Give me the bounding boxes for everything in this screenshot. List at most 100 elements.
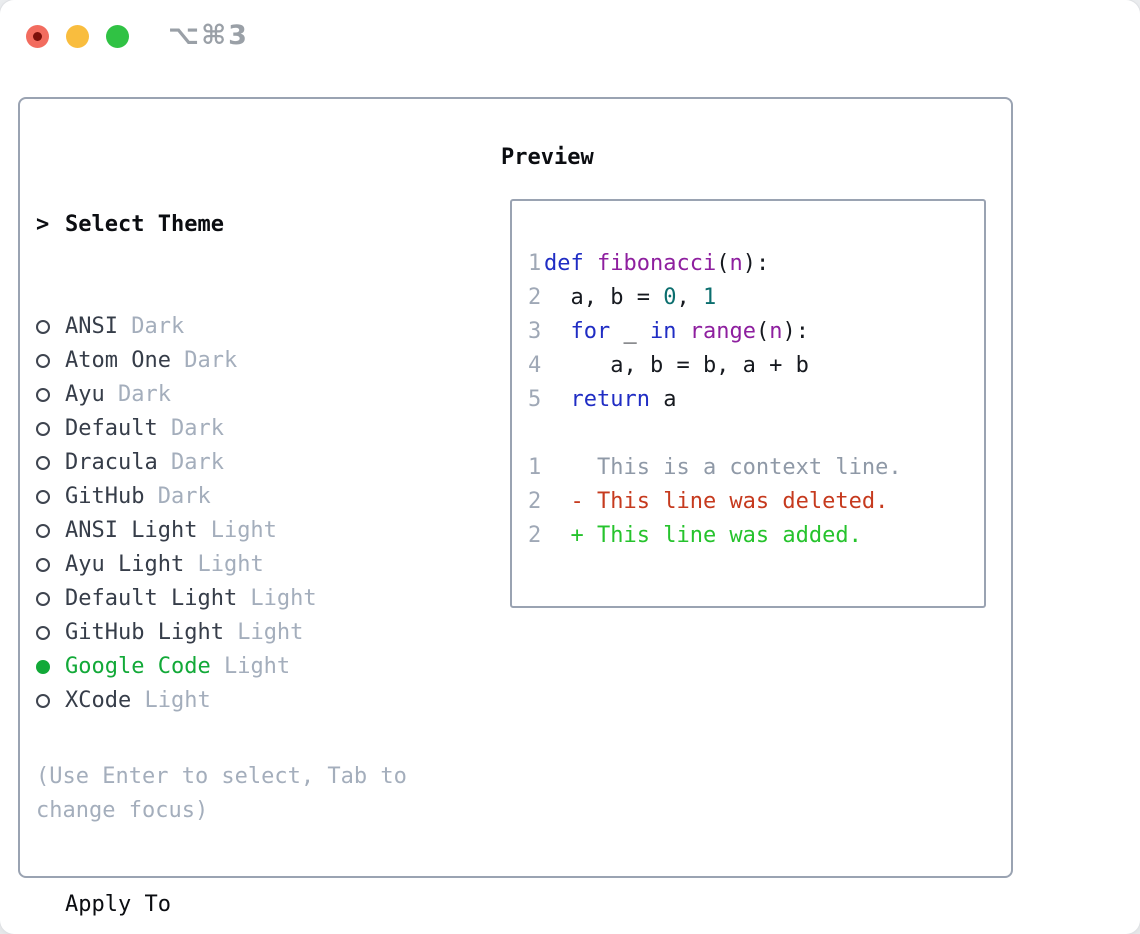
code-token: fibonacci: [597, 251, 717, 276]
code-token: ):: [742, 251, 770, 276]
theme-name: ANSI: [65, 314, 118, 339]
code-token: for: [570, 319, 611, 344]
theme-name: Ayu: [65, 382, 105, 407]
theme-variant-tag: Dark: [144, 484, 211, 509]
help-text: (Use Enter to select, Tab to change focu…: [36, 764, 407, 823]
code-token: (: [716, 251, 730, 276]
theme-name: Default Light: [65, 586, 238, 611]
code-line: 5 return a: [528, 383, 984, 417]
theme-variant-tag: Light: [197, 518, 277, 543]
theme-variant-tag: Dark: [157, 450, 224, 475]
code-token: in: [650, 319, 677, 344]
apply-to-title: Apply To: [65, 892, 171, 917]
code-token: ):: [782, 319, 809, 344]
line-number: 2: [528, 285, 542, 310]
line-number: 2: [528, 523, 542, 548]
line-number: 4: [528, 353, 542, 378]
theme-option[interactable]: Default Light Light: [36, 582, 317, 616]
traffic-light-zoom-button[interactable]: [106, 25, 129, 48]
line-number: 2: [528, 489, 542, 514]
selected-radio-icon: [36, 660, 65, 674]
radio-icon: [36, 592, 65, 606]
preview-title: Preview: [501, 144, 594, 170]
radio-icon: [36, 524, 65, 538]
code-token: def: [544, 251, 584, 276]
code-token: range: [689, 319, 756, 344]
radio-icon: [36, 558, 65, 572]
diff-text: This is a context line.: [544, 455, 902, 480]
radio-icon: [36, 354, 65, 368]
radio-icon: [36, 490, 65, 504]
diff-line-deleted: 2 - This line was deleted.: [528, 485, 984, 519]
code-line: 3 for _ in range(n):: [528, 315, 984, 349]
theme-option[interactable]: Default Dark: [36, 412, 317, 446]
code-token: [677, 319, 690, 344]
theme-variant-tag: Dark: [117, 314, 185, 339]
radio-icon: [36, 456, 65, 470]
code-line: 2 a, b = 0, 1: [528, 281, 984, 315]
theme-name: Dracula: [65, 450, 158, 475]
radio-icon: [36, 422, 65, 436]
diff-line-added: 2 + This line was added.: [528, 519, 984, 553]
theme-option[interactable]: Ayu Dark: [36, 378, 317, 412]
code-token: return: [570, 387, 650, 412]
theme-variant-tag: Dark: [157, 416, 224, 441]
line-number: 1: [528, 251, 542, 276]
code-token: [584, 251, 597, 276]
code-token: ,: [676, 285, 703, 310]
traffic-light-close-button[interactable]: [26, 25, 49, 48]
code-token: n: [729, 251, 743, 276]
window-title: ⌥⌘3: [168, 20, 249, 51]
theme-option[interactable]: GitHub Light Light: [36, 616, 317, 650]
line-number: 1: [528, 455, 542, 480]
diff-text: - This line was deleted.: [544, 489, 889, 514]
diff-line-context: 1 This is a context line.: [528, 451, 984, 485]
code-token: [544, 387, 571, 412]
prompt-icon: >: [36, 212, 50, 237]
theme-variant-tag: Light: [184, 552, 264, 577]
theme-variant-tag: Light: [210, 654, 291, 679]
traffic-light-minimize-button[interactable]: [66, 25, 89, 48]
select-theme-header: > Select Theme: [36, 208, 317, 242]
theme-option[interactable]: Ayu Light Light: [36, 548, 317, 582]
select-theme-title: Select Theme: [65, 212, 224, 237]
theme-option[interactable]: Atom One Dark: [36, 344, 317, 378]
theme-name: Atom One: [65, 348, 171, 373]
theme-variant-tag: Light: [237, 586, 317, 611]
code-token: a, b =: [544, 285, 664, 310]
theme-option[interactable]: Dracula Dark: [36, 446, 317, 480]
radio-icon: [36, 626, 65, 640]
theme-name: XCode: [65, 688, 132, 713]
theme-variant-tag: Dark: [170, 348, 238, 373]
code-token: n: [769, 319, 783, 344]
theme-option[interactable]: GitHub Dark: [36, 480, 317, 514]
theme-name: Google Code: [65, 654, 211, 679]
radio-icon: [36, 694, 65, 708]
code-token: 1: [702, 285, 717, 310]
code-token: a: [649, 387, 677, 412]
theme-option[interactable]: ANSI Light Light: [36, 514, 317, 548]
code-token: a, b = b, a + b: [544, 353, 809, 378]
theme-variant-tag: Dark: [104, 382, 171, 407]
theme-option[interactable]: Google Code Light: [36, 650, 317, 684]
code-token: 0: [663, 285, 677, 310]
line-number: 5: [528, 387, 542, 412]
radio-icon: [36, 320, 65, 334]
code-token: _: [610, 319, 650, 344]
theme-option[interactable]: ANSI Dark: [36, 310, 317, 344]
theme-name: ANSI Light: [65, 518, 198, 543]
code-line: 4 a, b = b, a + b: [528, 349, 984, 383]
blank-line: [528, 417, 984, 451]
theme-variant-tag: Light: [223, 620, 304, 645]
radio-icon: [36, 388, 65, 402]
apply-to-header: Apply To: [36, 888, 317, 922]
code-token: (: [755, 319, 770, 344]
titlebar: [26, 25, 129, 48]
diff-text: + This line was added.: [544, 523, 862, 548]
record-dot-icon: [33, 32, 42, 41]
theme-option[interactable]: XCode Light: [36, 684, 317, 718]
code-token: [544, 319, 571, 344]
